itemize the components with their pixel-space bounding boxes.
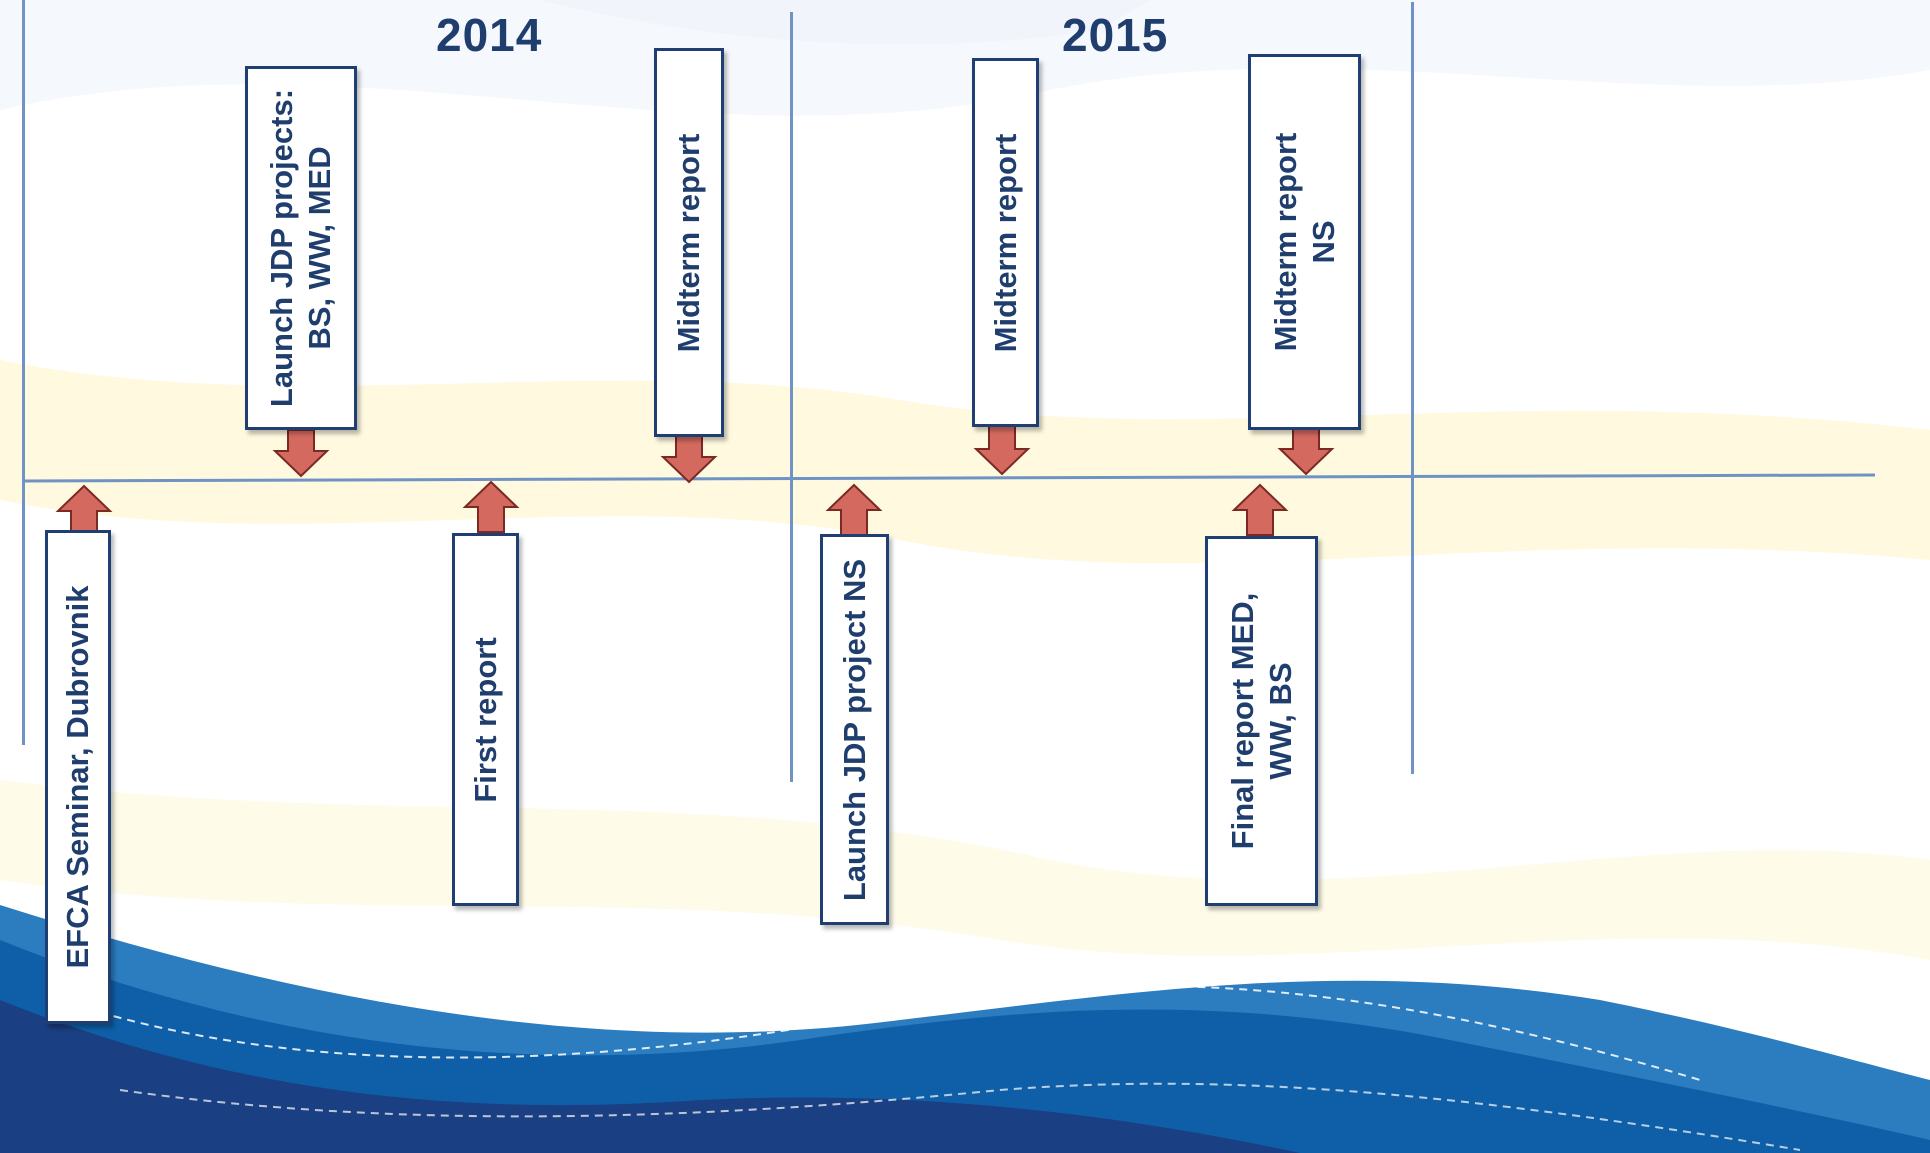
event-card-midterm-report-2015: Midterm report [972, 58, 1039, 427]
event-label: WW, BS [1262, 662, 1298, 780]
axis-divider-2014-2015 [790, 12, 793, 782]
axis-divider-start [22, 0, 25, 745]
event-card-first-report: First report [452, 533, 519, 906]
event-label: NS [1305, 220, 1341, 264]
arrow-up-final-report [1231, 483, 1289, 536]
arrow-down-midterm-1 [660, 435, 718, 484]
event-label: Midterm report [1267, 132, 1303, 352]
arrow-down-midterm-ns [1277, 427, 1335, 476]
year-label-2015: 2015 [1062, 9, 1169, 61]
arrow-up-launch-ns [825, 483, 883, 536]
event-label: EFCA Seminar, Dubrovnik [60, 585, 95, 969]
event-label: BS, WW, MED [302, 146, 337, 350]
event-label: Launch JDP projects: [264, 88, 299, 408]
axis-divider-2015-end [1411, 2, 1414, 774]
arrow-down-midterm-2 [973, 425, 1031, 476]
event-label: Launch JDP project NS [836, 558, 872, 901]
event-card-midterm-report-ns: Midterm report NS [1248, 54, 1361, 430]
event-label: Midterm report [671, 133, 706, 352]
event-card-launch-jdp-project-ns: Launch JDP project NS [820, 534, 889, 925]
year-label-2014: 2014 [436, 9, 543, 61]
event-label: Final report MED, [1224, 592, 1260, 850]
arrow-up-efca-seminar [55, 484, 113, 533]
event-card-midterm-report-2014: Midterm report [654, 48, 724, 437]
event-card-launch-jdp-projects: Launch JDP projects: BS, WW, MED [245, 66, 357, 430]
arrow-up-first-report [462, 480, 520, 533]
event-card-final-report: Final report MED, WW, BS [1205, 536, 1318, 906]
event-label: Midterm report [987, 133, 1023, 352]
event-label: First report [467, 636, 503, 803]
arrow-down-launch-jdp [272, 429, 330, 478]
event-card-efca-seminar: EFCA Seminar, Dubrovnik [45, 530, 111, 1024]
